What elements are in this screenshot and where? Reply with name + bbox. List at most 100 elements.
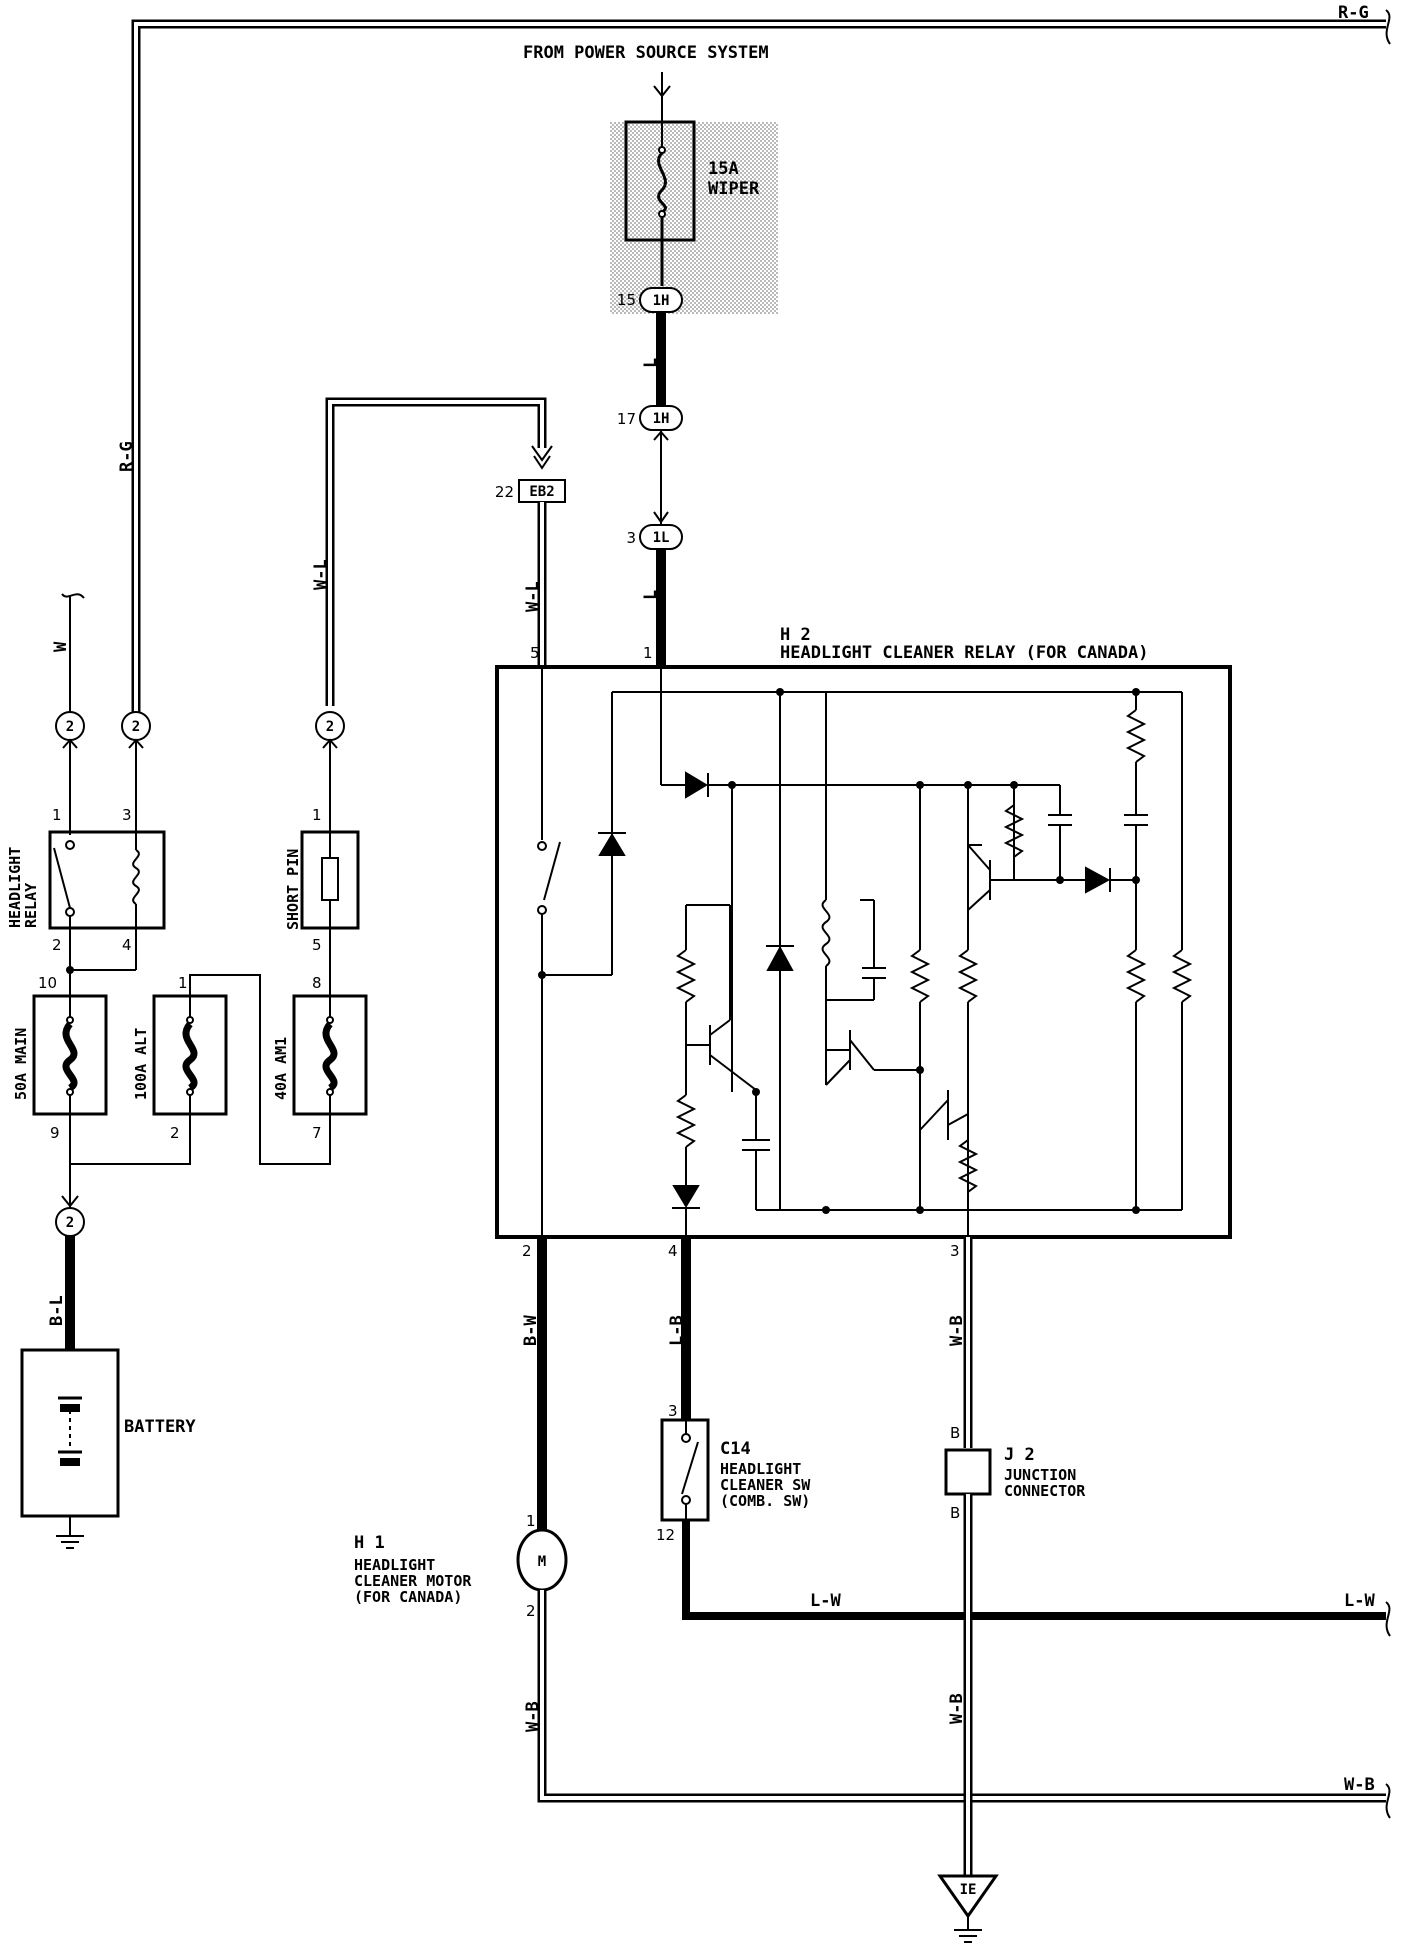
- switch-c14-id: C14: [720, 1439, 751, 1459]
- wire-wb-motor: [537, 1590, 1391, 1819]
- short-pin-pin-1: 1: [312, 806, 322, 824]
- connector-eb2: EB2: [518, 479, 566, 503]
- motor-h1-line1: HEADLIGHT: [354, 1556, 435, 1574]
- svg-text:1H: 1H: [653, 293, 670, 309]
- wire-wl: [325, 397, 553, 706]
- relay-h2-pin-1: 1: [643, 644, 653, 662]
- relay-h2-internal-circuit: [537, 667, 1193, 1237]
- motor-h1-line2: CLEANER MOTOR: [354, 1572, 472, 1590]
- headlight-relay-label-2: RELAY: [22, 883, 40, 928]
- wire-label-lw-mid: L-W: [810, 1591, 841, 1611]
- svg-text:M: M: [538, 1554, 546, 1570]
- wire-rg: [131, 9, 1391, 728]
- fuse-alt-label: 100A ALT: [132, 1028, 150, 1100]
- relay-to-fuse-wires: [69, 928, 137, 996]
- pin-1h-17: 17: [617, 410, 636, 428]
- headlight-relay-pin-1: 1: [52, 806, 62, 824]
- wire-label-wb-right: W-B: [1344, 1775, 1375, 1795]
- wire-label-wb-left: W-B: [523, 1701, 543, 1732]
- relay-h2-pin-4: 4: [668, 1242, 678, 1260]
- short-pin: [300, 830, 360, 996]
- fuse-am1-label: 40A AM1: [272, 1037, 290, 1100]
- fuse-interconnects: [69, 974, 331, 1165]
- connector-2-w: 2: [55, 711, 85, 741]
- switch-c14-line1: HEADLIGHT: [720, 1460, 801, 1478]
- fuse-alt-pin-bottom: 2: [170, 1124, 180, 1142]
- svg-text:2: 2: [326, 719, 334, 735]
- fuse-main-pin-top: 10: [38, 974, 57, 992]
- wire-label-wb-relay: W-B: [947, 1315, 967, 1346]
- fuse-50a-main: [32, 994, 108, 1140]
- svg-text:EB2: EB2: [529, 484, 554, 500]
- short-pin-pin-5: 5: [312, 936, 322, 954]
- motor-h1: M: [516, 1528, 568, 1592]
- connector-1h-a: 1H: [639, 287, 683, 313]
- svg-text:1L: 1L: [653, 530, 670, 546]
- switch-c14-line3: (COMB. SW): [720, 1492, 810, 1510]
- switch-pin-12: 12: [656, 1526, 675, 1544]
- junction-j2-box: [944, 1448, 992, 1496]
- pin-eb2-22: 22: [495, 483, 514, 501]
- relay-h2-pin-5: 5: [530, 644, 540, 662]
- fuse-am1-pin-bottom: 7: [312, 1124, 322, 1142]
- wire-label-bw: B-W: [521, 1315, 541, 1346]
- wire-label-rg-left: R-G: [117, 441, 137, 472]
- headlight-relay-label-1: HEADLIGHT: [6, 847, 24, 928]
- motor-pin-2: 2: [526, 1602, 536, 1620]
- connector-2-bl: 2: [55, 1207, 85, 1237]
- pin-1l-3: 3: [626, 529, 636, 547]
- ground-label: IE: [960, 1882, 977, 1898]
- wire-label-lw-right: L-W: [1344, 1591, 1375, 1611]
- wiper-fuse: [624, 120, 696, 286]
- ground-ie: [937, 1874, 999, 1943]
- motor-h1-id: H 1: [354, 1533, 385, 1553]
- power-feed-arrow: [653, 72, 671, 122]
- power-source-label: FROM POWER SOURCE SYSTEM: [523, 43, 769, 63]
- svg-text:2: 2: [66, 719, 74, 735]
- fuse-main-pin-bottom: 9: [50, 1124, 60, 1142]
- connector-1l: 1L: [639, 524, 683, 550]
- relay-h2-id: H 2: [780, 625, 811, 645]
- connector-1h-1l-link: [653, 430, 669, 525]
- wire-label-lb: L-B: [667, 1315, 687, 1346]
- junction-pin-bottom: B: [950, 1504, 960, 1522]
- battery: [20, 1348, 120, 1549]
- switch-pin-3: 3: [668, 1402, 678, 1420]
- svg-text:2: 2: [132, 719, 140, 735]
- switch-c14: [660, 1418, 710, 1522]
- relay-h2-junction-dots: [538, 688, 1140, 1214]
- relay-h2-name: HEADLIGHT CLEANER RELAY (FOR CANADA): [780, 643, 1148, 663]
- fuse-100a-alt: [152, 994, 228, 1140]
- svg-text:1H: 1H: [653, 411, 670, 427]
- wire-label-wl-left: W-L: [311, 559, 331, 590]
- headlight-relay-pin-4: 4: [122, 936, 132, 954]
- headlight-relay-pin-3: 3: [122, 806, 132, 824]
- motor-h1-line3: (FOR CANADA): [354, 1588, 462, 1606]
- junction-j2-line2: CONNECTOR: [1004, 1482, 1086, 1500]
- wire-label-rg-top: R-G: [1338, 3, 1369, 23]
- battery-label: BATTERY: [124, 1417, 196, 1437]
- fuse-main-label: 50A MAIN: [12, 1028, 30, 1100]
- connector-2-rg: 2: [121, 711, 151, 741]
- fuse-40a-am1: [292, 994, 368, 1140]
- relay-h2-box: [495, 665, 1232, 1239]
- wire-label-w: W: [51, 641, 71, 652]
- wire-label-l-upper: L: [641, 358, 661, 368]
- junction-j2-id: J 2: [1004, 1445, 1035, 1465]
- svg-text:2: 2: [66, 1215, 74, 1231]
- connector-1h-b: 1H: [639, 405, 683, 431]
- junction-j2-line1: JUNCTION: [1004, 1466, 1076, 1484]
- wire-label-bl: B-L: [47, 1295, 67, 1326]
- relay-h2-pin-2: 2: [522, 1242, 532, 1260]
- fuse-am1-pin-top: 8: [312, 974, 322, 992]
- wire-label-l-lower: L: [641, 590, 661, 600]
- wire-lw: [682, 1520, 1391, 1637]
- pin-1h-15: 15: [617, 291, 636, 309]
- wire-label-wl-right: W-L: [523, 581, 543, 612]
- connector-2-wl: 2: [315, 711, 345, 741]
- junction-dot-relay: [66, 966, 74, 974]
- wire-label-wb-junction: W-B: [947, 1693, 967, 1724]
- switch-c14-line2: CLEANER SW: [720, 1476, 811, 1494]
- wiper-fuse-name: WIPER: [708, 179, 760, 199]
